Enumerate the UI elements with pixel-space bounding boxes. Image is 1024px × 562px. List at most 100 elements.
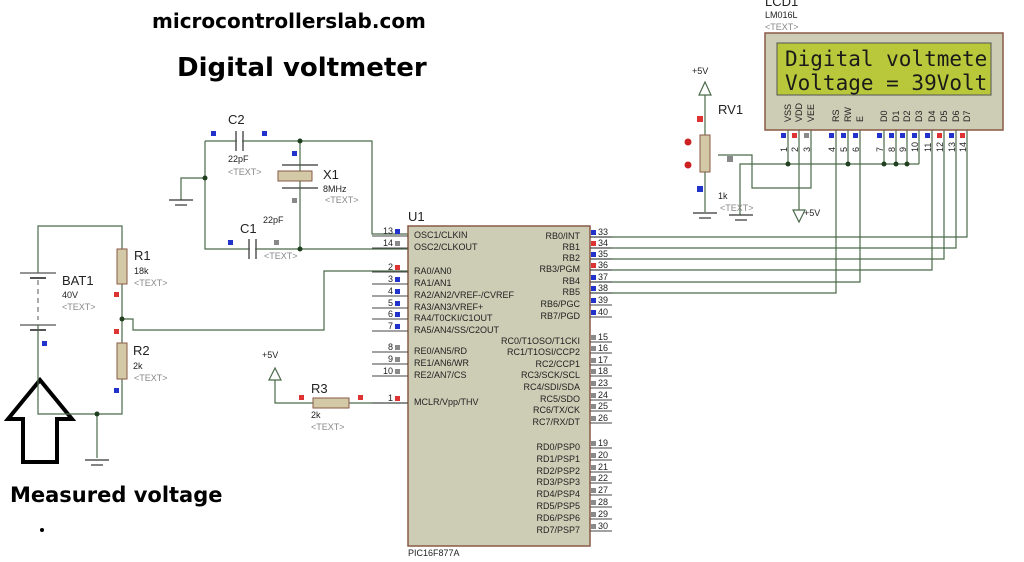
pin-marker (591, 346, 596, 351)
pin-marker (395, 265, 400, 270)
pin-label: RB6/PGC (540, 299, 580, 309)
pin-marker (792, 133, 797, 138)
pin-label: RD1/PSP1 (536, 454, 580, 464)
text-placeholder: <TEXT> (264, 251, 298, 261)
pin-number: 34 (598, 238, 608, 248)
pin-number: 10 (383, 366, 393, 376)
c1-value: 22pF (263, 215, 284, 225)
pin-label: RB4 (562, 276, 580, 286)
pin-marker (591, 416, 596, 421)
up-arrow-icon (3, 376, 77, 464)
pin-marker (781, 133, 786, 138)
pin-marker (591, 453, 596, 458)
lcd-pin-name: D4 (927, 110, 937, 122)
pin-marker (395, 345, 400, 350)
pin-label: RA1/AN1 (414, 278, 452, 288)
pin-label: RD7/PSP7 (536, 525, 580, 535)
wires (37, 95, 968, 458)
pin-number: 27 (598, 485, 608, 495)
pin-label: MCLR/Vpp/THV (414, 397, 479, 407)
pin-label: RC3/SCK/SCL (521, 370, 580, 380)
rv1-value: 1k (718, 191, 728, 201)
pin-marker (395, 229, 400, 234)
pin-number: 6 (388, 309, 393, 319)
lcd-pin-number: 6 (851, 147, 861, 152)
pin-label: RB3/PGM (539, 264, 580, 274)
pin-marker (853, 133, 858, 138)
pot-button-up[interactable] (684, 138, 692, 146)
lcd-model: LM016L (765, 10, 798, 20)
pin-number: 14 (383, 238, 393, 248)
pin-marker (591, 404, 596, 409)
ground-symbols (85, 199, 753, 466)
lcd-pin-name: D2 (902, 110, 912, 122)
mcu-ref: U1 (408, 209, 425, 224)
pin-number: 7 (388, 321, 393, 331)
pin-number: 9 (388, 354, 393, 364)
c2-ref: C2 (228, 112, 245, 127)
pin-marker (591, 369, 596, 374)
pin-number: 39 (598, 295, 608, 305)
pot-button-down[interactable] (684, 161, 692, 169)
pin-marker (395, 357, 400, 362)
pin-number: 25 (598, 401, 608, 411)
pin-marker (591, 488, 596, 493)
pin-number: 21 (598, 462, 608, 472)
lcd-pin-number: 14 (958, 142, 968, 152)
pin-label: RA2/AN2/VREF-/CVREF (414, 290, 515, 300)
pin-number: 17 (598, 355, 608, 365)
pin-number: 35 (598, 249, 608, 259)
text-placeholder: <TEXT> (62, 302, 96, 312)
diagram-title: Digital voltmeter (177, 53, 427, 83)
pin-marker (591, 263, 596, 268)
pin-marker (591, 298, 596, 303)
pin-number: 40 (598, 307, 608, 317)
pin-label: RC2/CCP1 (535, 359, 580, 369)
pin-number: 8 (388, 342, 393, 352)
lcd-screen (776, 42, 992, 96)
pin-marker (937, 133, 942, 138)
lcd-pin-name: D6 (951, 110, 961, 122)
mcu-model: PIC16F877A (408, 548, 460, 558)
pin-marker (591, 512, 596, 517)
lcd-pin-number: 9 (898, 147, 908, 152)
battery-bat1 (20, 272, 56, 331)
lcd-pin-number: 7 (875, 147, 885, 152)
pin-label: RB5 (562, 287, 580, 297)
lcd-pin-number: 13 (947, 142, 957, 152)
lcd-pin-number: 1 (779, 147, 789, 152)
pin-marker (591, 241, 596, 246)
lcd-pin-number: 11 (923, 143, 933, 152)
pin-marker (395, 241, 400, 246)
pin-marker (591, 310, 596, 315)
pin-number: 38 (598, 283, 608, 293)
r1-value: 18k (134, 266, 149, 276)
pin-label: RA4/T0CKI/C1OUT (414, 313, 493, 323)
pin-number: 1 (388, 393, 393, 403)
bat1-value: 40V (62, 290, 78, 300)
text-placeholder: <TEXT> (765, 22, 799, 32)
pin-number: 29 (598, 509, 608, 519)
pin-number: 5 (388, 298, 393, 308)
pin-label: RC0/T1OSO/T1CKI (501, 336, 580, 346)
x1-ref: X1 (323, 167, 339, 182)
pin-markers (42, 116, 733, 400)
pin-marker (591, 476, 596, 481)
pin-number: 2 (388, 262, 393, 272)
pin-marker (591, 230, 596, 235)
lcd-pin-name: RW (843, 107, 853, 122)
pin-marker (949, 133, 954, 138)
site-title: microcontrollerslab.com (152, 9, 426, 33)
pin-marker (591, 252, 596, 257)
pin-marker (591, 465, 596, 470)
rv1-ref: RV1 (718, 102, 743, 117)
r1-ref: R1 (134, 248, 151, 263)
lcd-pin-name: VSS (783, 104, 793, 122)
lcd-pin-name: VEE (806, 104, 816, 122)
pin-label: OSC2/CLKOUT (414, 242, 478, 252)
pin-marker (395, 312, 400, 317)
pin-number: 33 (598, 227, 608, 237)
pin-number: 24 (598, 390, 608, 400)
pin-label: RE0/AN5/RD (414, 346, 468, 356)
